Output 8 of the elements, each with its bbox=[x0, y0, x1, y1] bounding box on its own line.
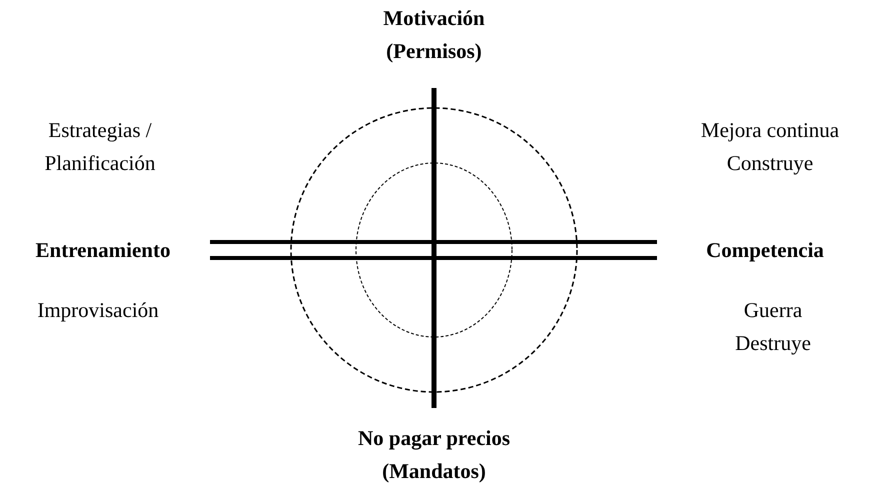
quadrant-label: Estrategias / Planificación bbox=[44, 117, 156, 177]
axis-pole-label: Motivación (Permisos) bbox=[382, 5, 486, 65]
quadrant-label: Improvisación bbox=[36, 297, 160, 324]
axis-pole-label: Competencia bbox=[705, 237, 825, 264]
quadrant-label: Mejora continua Construye bbox=[700, 117, 840, 177]
axis-pole-label: No pagar precios (Mandatos) bbox=[356, 425, 512, 485]
quadrant-label: Guerra Destruye bbox=[734, 297, 812, 357]
axis-pole-label: Entrenamiento bbox=[34, 237, 172, 264]
